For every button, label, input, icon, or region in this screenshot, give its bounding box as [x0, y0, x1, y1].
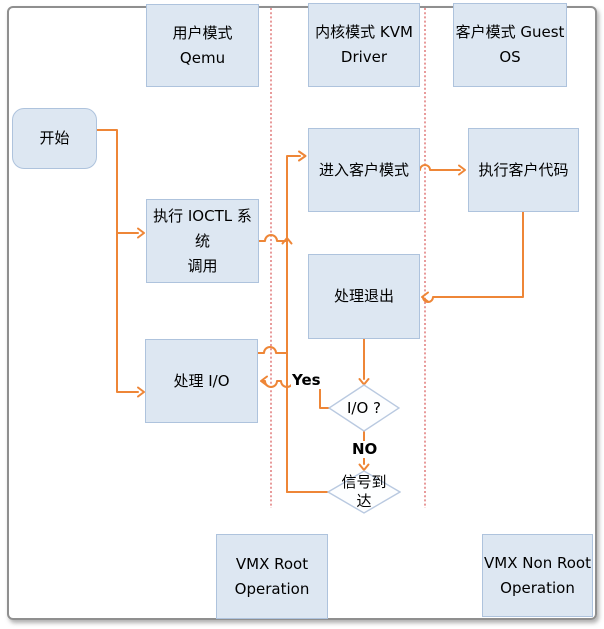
arrow-into-ioctl: [137, 227, 145, 239]
edge-start-trunk: [96, 129, 139, 393]
node-execute-ioctl-syscall: 执行 IOCTL 系统 调用: [146, 199, 259, 283]
edge-exec-to-handle-exit: [422, 211, 524, 303]
zone-vmx-root-operation: VMX Root Operation: [216, 534, 328, 619]
edge-label-no: NO: [351, 440, 379, 458]
diamond-shape: [327, 470, 401, 514]
node-label: 进入客户模式: [318, 160, 409, 179]
decision-label: I/O ?: [346, 398, 381, 417]
node-label: 处理退出: [333, 287, 394, 305]
decision-label: 信号到 达: [327, 470, 401, 514]
lane-header-guest-mode-os: 客户模式 Guest OS: [453, 3, 567, 87]
arrow-into-exec-guest: [458, 164, 466, 176]
arrow-into-handle-io-left: [137, 386, 145, 398]
edge-merge-to-enter-guest: [286, 155, 301, 493]
arrow-merge-up: [281, 237, 293, 245]
edge-handle-io-to-merge: [257, 346, 288, 354]
zone-label: Operation: [234, 579, 310, 598]
lane-header-user-mode-qemu: 用户模式 Qemu: [146, 4, 259, 87]
arrow-into-handle-io-right: [260, 375, 268, 387]
diagram-frame: [7, 6, 597, 620]
zone-label: VMX Non Root: [484, 553, 591, 572]
lane-header-label: 内核模式 KVM: [315, 23, 413, 41]
decision-label-line: 信号到: [341, 473, 387, 491]
edge-ioctl-to-merge: [258, 234, 288, 242]
arrow-into-enter-guest: [298, 150, 307, 162]
lane-header-kernel-mode-kvm: 内核模式 KVM Driver: [308, 3, 420, 87]
node-label: 开始: [39, 129, 70, 147]
node-label: 处理 I/O: [173, 371, 230, 390]
arrow-into-handle-exit: [421, 291, 429, 303]
edge-label-yes: Yes: [291, 371, 322, 389]
zone-vmx-non-root-operation: VMX Non Root Operation: [482, 534, 593, 617]
arrow-into-signal-diamond: [358, 463, 370, 471]
node-execute-guest-code: 执行客户代码: [468, 128, 579, 212]
zone-label: Operation: [500, 578, 575, 597]
lane-header-label: Qemu: [179, 48, 226, 67]
node-label: 调用: [187, 256, 218, 275]
node-enter-guest-mode: 进入客户模式: [308, 128, 420, 212]
node-handle-io: 处理 I/O: [145, 339, 258, 423]
decision-io: I/O ?: [328, 384, 400, 432]
decision-signal-arrived: 信号到 达: [327, 470, 401, 514]
node-start: 开始: [12, 108, 97, 169]
edge-enter-to-exec: [419, 164, 461, 171]
node-handle-exit: 处理退出: [308, 254, 420, 339]
lane-header-label: Driver: [340, 48, 388, 66]
lane-header-label: 客户模式 Guest: [455, 23, 565, 41]
node-label: 执行客户代码: [478, 160, 569, 179]
zone-label: VMX Root: [235, 554, 309, 573]
node-label: 执行 IOCTL 系统: [153, 206, 252, 250]
lane-header-label: 用户模式: [172, 23, 233, 42]
diamond-shape: [328, 384, 400, 432]
lane-header-label: OS: [499, 48, 521, 66]
decision-label-line: 达: [356, 492, 372, 510]
